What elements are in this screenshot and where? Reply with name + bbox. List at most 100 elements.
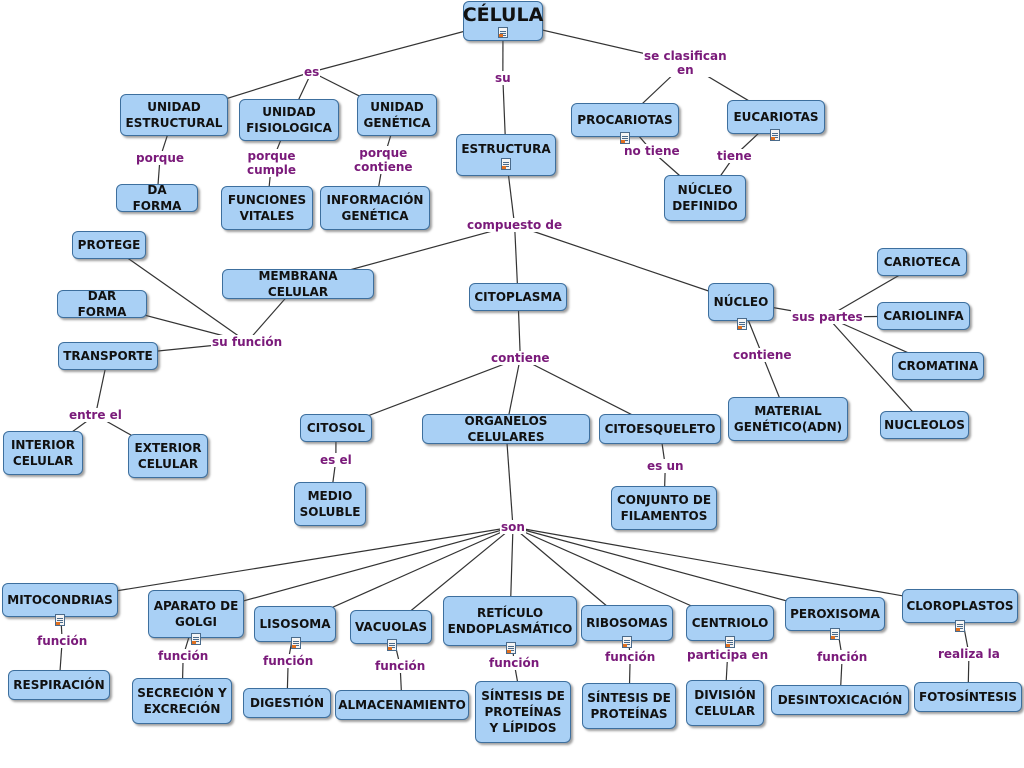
connector-line: [505, 428, 514, 528]
node-citoesqueleto[interactable]: CITOESQUELETO: [599, 414, 721, 444]
node-label: CITOESQUELETO: [604, 422, 716, 436]
node-label: DA FORMA: [132, 183, 182, 213]
document-icon[interactable]: [191, 633, 201, 645]
node-label: UNIDAD FISIOLOGICA: [246, 105, 332, 135]
node-label: CITOPLASMA: [474, 290, 562, 304]
node-label: ORGANELOS CELULARES: [464, 414, 548, 444]
node-nucleolos[interactable]: NUCLEOLOS: [880, 411, 969, 439]
node-label: FUNCIONES VITALES: [227, 193, 307, 223]
node-protege[interactable]: PROTEGE: [72, 231, 146, 259]
node-label: CÉLULA: [462, 4, 544, 26]
node-unidad-estructural[interactable]: UNIDAD ESTRUCTURAL: [120, 94, 228, 136]
link-funcion: función: [36, 634, 89, 648]
document-icon[interactable]: [501, 157, 511, 170]
node-cariolinfa[interactable]: CARIOLINFA: [877, 302, 970, 330]
document-icon[interactable]: [620, 132, 630, 144]
document-icon[interactable]: [622, 636, 632, 648]
node-sintesis-proteinas-lipidos[interactable]: SÍNTESIS DE PROTEÍNAS Y LÍPIDOS: [475, 681, 571, 743]
node-label: MEDIO SOLUBLE: [299, 489, 361, 519]
document-icon[interactable]: [770, 129, 780, 141]
connector-line: [826, 316, 925, 426]
node-procariotas[interactable]: PROCARIOTAS: [571, 103, 679, 144]
node-label: APARATO DE GOLGI: [153, 599, 239, 629]
node-unidad-genetica[interactable]: UNIDAD GENÉTICA: [357, 94, 437, 136]
node-membrana-celular[interactable]: MEMBRANA CELULAR: [222, 269, 374, 299]
document-icon[interactable]: [955, 620, 965, 632]
node-funciones-vitales[interactable]: FUNCIONES VITALES: [221, 186, 313, 230]
node-fotosintesis[interactable]: FOTOSÍNTESIS: [914, 682, 1022, 712]
node-desintoxicacion[interactable]: DESINTOXICACIÓN: [771, 685, 909, 715]
node-label: DIVISIÓN CELULAR: [694, 688, 756, 718]
node-cromatina[interactable]: CROMATINA: [892, 352, 984, 380]
node-label: ALMACENAMIENTO: [338, 698, 466, 712]
node-respiracion[interactable]: RESPIRACIÓN: [8, 670, 110, 700]
link-funcion: función: [816, 650, 869, 664]
link-es: es: [303, 65, 321, 79]
node-label: CARIOTECA: [883, 255, 961, 269]
document-icon[interactable]: [291, 637, 301, 649]
node-lisosoma[interactable]: LISOSOMA: [254, 606, 336, 649]
node-sintesis-proteinas[interactable]: SÍNTESIS DE PROTEÍNAS: [582, 683, 676, 729]
node-dar-forma[interactable]: DAR FORMA: [57, 289, 147, 319]
node-label: MATERIAL GENÉTICO(ADN): [733, 404, 843, 434]
node-exterior-celular[interactable]: EXTERIOR CELULAR: [128, 434, 208, 478]
document-icon[interactable]: [830, 628, 840, 640]
node-label: SÍNTESIS DE PROTEÍNAS Y LÍPIDOS: [481, 689, 565, 735]
link-contiene: contiene: [732, 348, 793, 362]
node-reticulo-endoplasmatico[interactable]: RETÍCULO ENDOPLASMÁTICO: [443, 596, 577, 654]
node-organelos-celulares[interactable]: ORGANELOS CELULARES: [422, 414, 590, 444]
node-label: CROMATINA: [897, 359, 979, 373]
node-conjunto-filamentos[interactable]: CONJUNTO DE FILAMENTOS: [611, 486, 717, 530]
node-cloroplastos[interactable]: CLOROPLASTOS: [902, 589, 1018, 632]
node-estructura[interactable]: ESTRUCTURA: [456, 134, 556, 176]
node-label: EXTERIOR CELULAR: [134, 441, 202, 471]
node-secrecion-excrecion[interactable]: SECRECIÓN Y EXCRECIÓN: [132, 678, 232, 724]
link-contiene: contiene: [490, 351, 551, 365]
node-almacenamiento[interactable]: ALMACENAMIENTO: [335, 690, 469, 720]
node-label: NÚCLEO: [713, 295, 769, 309]
document-icon[interactable]: [498, 27, 508, 38]
link-porque: porque: [135, 151, 186, 165]
node-label: TRANSPORTE: [63, 349, 153, 363]
node-centriolo[interactable]: CENTRIOLO: [686, 605, 774, 648]
node-informacion-genetica[interactable]: INFORMACIÓN GENÉTICA: [320, 186, 430, 230]
node-carioteca[interactable]: CARIOTECA: [877, 248, 967, 276]
node-ribosomas[interactable]: RIBOSOMAS: [581, 605, 673, 648]
link-son: son: [500, 520, 526, 534]
link-funcion: función: [262, 654, 315, 668]
node-citoplasma[interactable]: CITOPLASMA: [469, 283, 567, 311]
document-icon[interactable]: [55, 614, 65, 626]
node-aparato-golgi[interactable]: APARATO DE GOLGI: [148, 590, 244, 645]
node-citosol[interactable]: CITOSOL: [300, 414, 372, 442]
link-no-tiene: no tiene: [623, 144, 681, 158]
node-material-genetico[interactable]: MATERIAL GENÉTICO(ADN): [728, 397, 848, 441]
node-medio-soluble[interactable]: MEDIO SOLUBLE: [294, 482, 366, 526]
link-su-funcion: su función: [211, 335, 284, 349]
document-icon[interactable]: [506, 642, 516, 654]
document-icon[interactable]: [387, 639, 397, 651]
node-label: CENTRIOLO: [691, 616, 769, 630]
node-peroxisoma[interactable]: PEROXISOMA: [785, 597, 885, 640]
node-eucariotas[interactable]: EUCARIOTAS: [727, 100, 825, 141]
node-interior-celular[interactable]: INTERIOR CELULAR: [3, 431, 83, 475]
link-funcion: función: [374, 659, 427, 673]
connector-line: [108, 244, 248, 343]
link-compuesto-de: compuesto de: [466, 218, 564, 232]
node-transporte[interactable]: TRANSPORTE: [58, 342, 158, 370]
node-unidad-fisiologica[interactable]: UNIDAD FISIOLOGICA: [239, 99, 339, 141]
node-da-forma[interactable]: DA FORMA: [116, 183, 198, 213]
node-mitocondrias[interactable]: MITOCONDRIAS: [2, 583, 118, 626]
node-nucleo-definido[interactable]: NÚCLEO DEFINIDO: [664, 175, 746, 221]
node-label: VACUOLAS: [354, 620, 428, 634]
node-nucleo[interactable]: NÚCLEO: [708, 283, 774, 330]
node-label: RETÍCULO ENDOPLASMÁTICO: [447, 606, 573, 636]
node-label: MITOCONDRIAS: [7, 593, 113, 607]
node-celula[interactable]: CÉLULA: [463, 1, 543, 41]
document-icon[interactable]: [725, 636, 735, 648]
node-digestion[interactable]: DIGESTIÓN: [243, 688, 331, 718]
node-division-celular[interactable]: DIVISIÓN CELULAR: [686, 680, 764, 726]
node-vacuolas[interactable]: VACUOLAS: [350, 610, 432, 651]
document-icon[interactable]: [737, 318, 747, 330]
node-label: FOTOSÍNTESIS: [918, 690, 1018, 704]
connector-line: [514, 224, 742, 303]
